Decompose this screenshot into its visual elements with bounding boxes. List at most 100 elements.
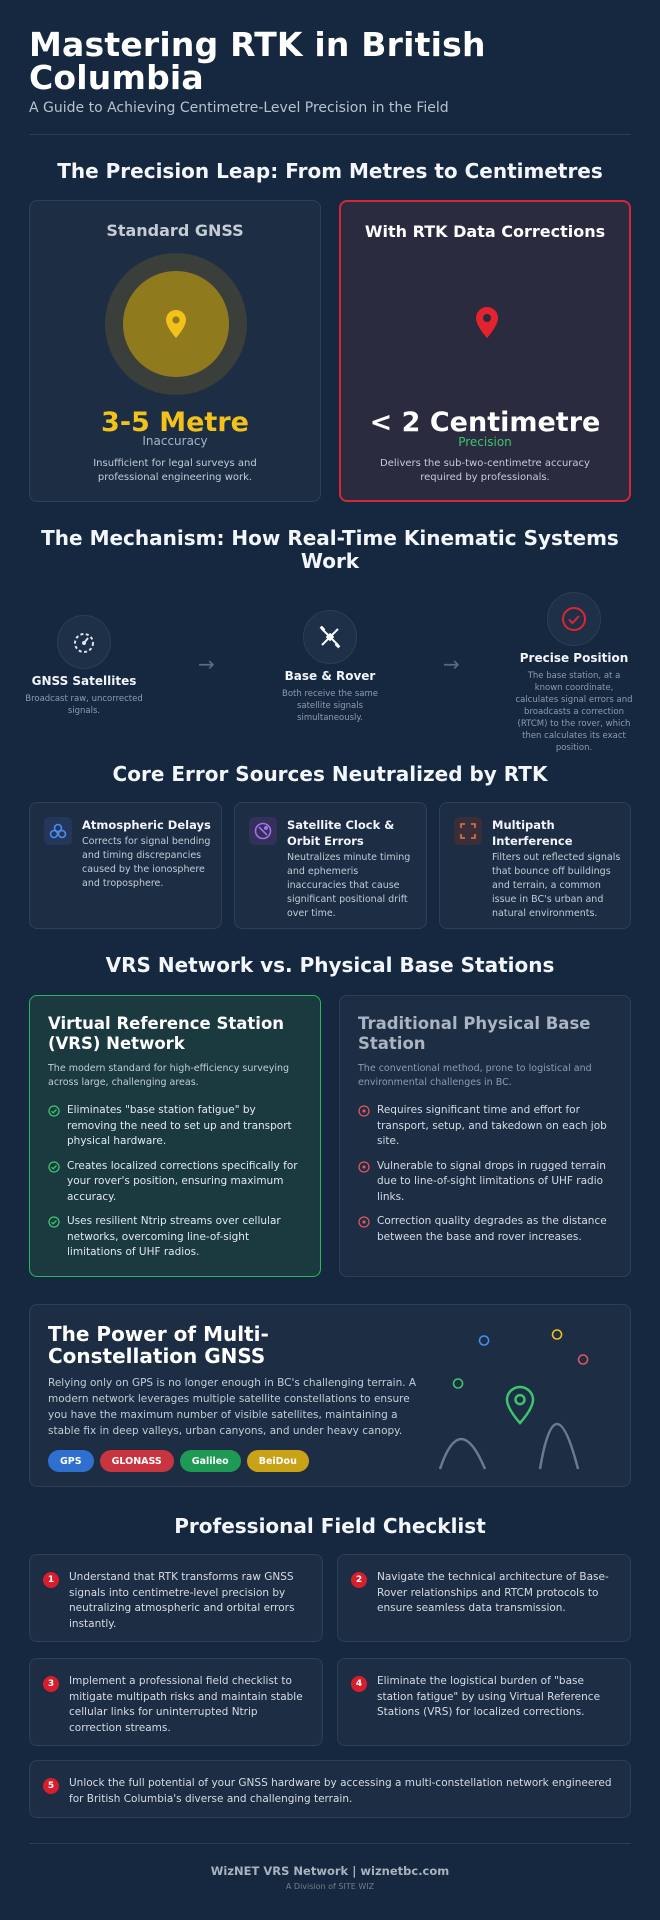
vrs-benefits-list: Eliminates "base station fatigue" by rem… (48, 1103, 306, 1270)
multipath-icon (454, 817, 482, 845)
mountain-satellites-graphic (438, 1329, 589, 1470)
constellation-chips: GPS GLONASS Galileo BeiDou (48, 1450, 309, 1472)
error-title: Satellite Clock & Orbit Errors (287, 818, 395, 848)
checklist-number-badge: 3 (43, 1676, 59, 1692)
target-check-icon (562, 607, 586, 631)
footer-sub: A Division of SITE WIZ (285, 1882, 375, 1891)
list-item-text: Correction quality degrades as the dista… (377, 1215, 607, 1243)
multi-constellation-card: The Power of Multi-Constellation GNSS Re… (29, 1304, 631, 1487)
x-circle-icon (358, 1105, 370, 1117)
mechanism-step-3-title: Precise Position (519, 651, 629, 665)
title-line-2: Columbia (29, 58, 204, 97)
accuracy-circle-graphic (105, 253, 247, 395)
mechanism-step-2-title: Base & Rover (284, 669, 376, 683)
standard-gnss-title: Standard GNSS (106, 221, 244, 240)
error-title: Multipath Interference (492, 818, 573, 848)
satellite-blue-icon (478, 1335, 490, 1346)
checklist-number-badge: 2 (351, 1572, 367, 1588)
location-pin-icon (166, 310, 186, 338)
rtk-accuracy-value: < 2 Centimetre (369, 407, 601, 438)
list-item-text: Requires significant time and effort for… (377, 1104, 607, 1147)
rtk-card-desc: Delivers the sub-two-centimetre accuracy… (380, 458, 590, 483)
orbit-icon (249, 817, 277, 845)
satellite-icon (319, 625, 341, 649)
error-desc: Corrects for signal bending and timing d… (82, 836, 211, 889)
error-card-clock-orbit: Satellite Clock & Orbit Errors Neutraliz… (234, 802, 427, 929)
error-card-multipath: Multipath Interference Filters out refle… (439, 802, 631, 929)
x-circle-icon (358, 1216, 370, 1228)
checklist-text: Eliminate the logistical burden of "base… (377, 1675, 601, 1718)
error-card-atmospheric: Atmospheric Delays Corrects for signal b… (29, 802, 222, 929)
checklist-item-1: 1 Understand that RTK transforms raw GNS… (29, 1554, 323, 1642)
list-item-text: Uses resilient Ntrip streams over cellul… (67, 1215, 281, 1258)
checklist-number-badge: 5 (43, 1778, 59, 1794)
atmosphere-icon (44, 817, 72, 845)
mechanism-step-1-title: GNSS Satellites (31, 674, 137, 688)
base-rover-icon-circle (303, 610, 357, 664)
list-item-text: Vulnerable to signal drops in rugged ter… (377, 1159, 606, 1203)
satellite-dish-icon (74, 633, 94, 653)
mechanism-step-1-desc: Broadcast raw, uncorrected signals. (25, 694, 143, 716)
standard-accuracy-value: 3-5 Metre (101, 407, 249, 438)
error-desc: Neutralizes minute timing and ephemeris … (287, 852, 411, 919)
multi-constellation-title: The Power of Multi-Constellation GNSS (48, 1322, 269, 1368)
list-item: Eliminates "base station fatigue" by rem… (48, 1103, 306, 1150)
vrs-network-title: Virtual Reference Station (VRS) Network (48, 1014, 285, 1053)
list-item: Uses resilient Ntrip streams over cellul… (48, 1214, 306, 1261)
header: Mastering RTK in British Columbia A Guid… (29, 28, 631, 116)
satellite-yellow-icon (551, 1329, 563, 1340)
mechanism-heading: The Mechanism: How Real-Time Kinematic S… (29, 527, 631, 573)
gnss-satellites-icon-circle (57, 615, 111, 669)
checklist-text: Navigate the technical architecture of B… (377, 1571, 609, 1614)
check-circle-icon (48, 1105, 60, 1117)
mechanism-step-3-desc: The base station, at a known coordinate,… (515, 671, 633, 753)
satellite-red-icon (577, 1354, 589, 1365)
check-circle-icon (48, 1160, 60, 1173)
mechanism-step-2-desc: Both receive the same satellite signals … (281, 689, 378, 723)
footer-brand: WizNET VRS Network | wiznetbc.com (210, 1864, 450, 1878)
chip-galileo: Galileo (179, 1450, 241, 1472)
location-pin-icon (505, 1385, 535, 1425)
precision-heading: The Precision Leap: From Metres to Centi… (57, 159, 603, 183)
page-subtitle: A Guide to Achieving Centimetre-Level Pr… (29, 100, 449, 116)
chip-gps: GPS (48, 1450, 94, 1472)
list-item: Creates localized corrections specifical… (48, 1159, 306, 1206)
chip-glonass: GLONASS (99, 1450, 174, 1472)
arrow-right-icon: → (198, 652, 215, 676)
rtk-accuracy-label: Precision (458, 435, 512, 449)
satellite-green-icon (452, 1378, 464, 1389)
x-circle-icon (358, 1160, 370, 1173)
checklist-item-5: 5 Unlock the full potential of your GNSS… (29, 1760, 631, 1818)
check-circle-icon (48, 1216, 60, 1228)
traditional-base-title: Traditional Physical Base Station (358, 1014, 591, 1053)
location-pin-icon (476, 307, 498, 338)
list-item: Requires significant time and effort for… (358, 1103, 616, 1150)
vrs-heading: VRS Network vs. Physical Base Stations (105, 953, 555, 977)
mechanism-heading-line-2: Work (300, 549, 360, 573)
header-divider (29, 134, 631, 135)
checklist-text: Implement a professional field checklist… (69, 1675, 303, 1734)
list-item-text: Eliminates "base station fatigue" by rem… (67, 1104, 292, 1147)
checklist-item-2: 2 Navigate the technical architecture of… (337, 1554, 631, 1642)
list-item: Vulnerable to signal drops in rugged ter… (358, 1159, 616, 1206)
error-desc: Filters out reflected signals that bounc… (492, 852, 621, 919)
title-line-1: Mastering RTK in British (29, 25, 486, 64)
standard-accuracy-label: Inaccuracy (142, 434, 208, 448)
checklist-text: Unlock the full potential of your GNSS h… (69, 1777, 612, 1805)
vrs-network-card: Virtual Reference Station (VRS) Network … (29, 995, 321, 1277)
traditional-drawbacks-list: Requires significant time and effort for… (358, 1103, 616, 1254)
rtk-corrections-card: With RTK Data Corrections < 2 Centimetre… (339, 200, 631, 502)
checklist-item-3: 3 Implement a professional field checkli… (29, 1658, 323, 1746)
checklist-number-badge: 1 (43, 1572, 59, 1588)
checklist-text: Understand that RTK transforms raw GNSS … (69, 1571, 295, 1630)
traditional-base-card: Traditional Physical Base Station The co… (339, 995, 631, 1277)
checklist-item-4: 4 Eliminate the logistical burden of "ba… (337, 1658, 631, 1746)
errors-heading: Core Error Sources Neutralized by RTK (112, 762, 548, 786)
standard-gnss-card: Standard GNSS 3-5 Metre Inaccuracy Insuf… (29, 200, 321, 502)
checklist-heading: Professional Field Checklist (174, 1514, 486, 1538)
error-title: Atmospheric Delays (82, 818, 211, 832)
multi-constellation-desc: Relying only on GPS is no longer enough … (48, 1377, 417, 1437)
traditional-base-desc: The conventional method, prone to logist… (358, 1063, 592, 1088)
footer-divider (29, 1843, 631, 1844)
